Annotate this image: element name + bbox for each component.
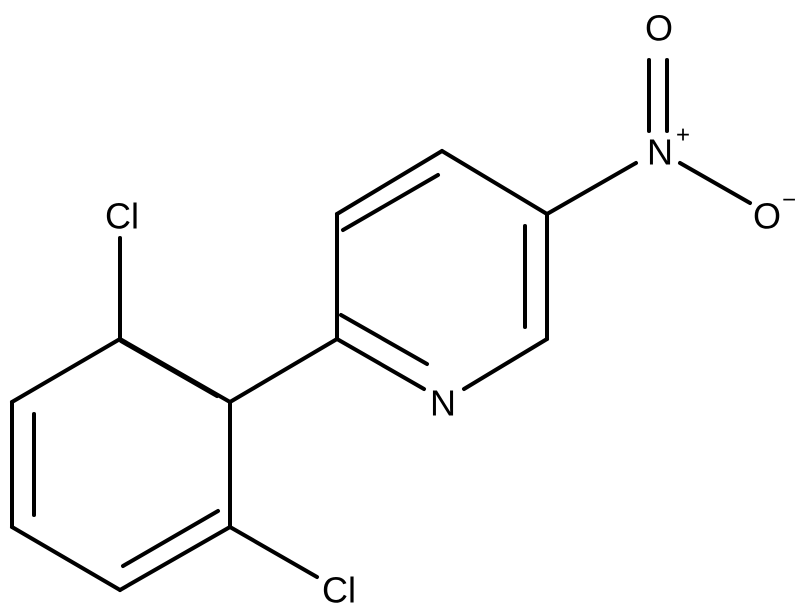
atom-n-nitro: N bbox=[647, 132, 673, 173]
bond-c5-nitro-n bbox=[545, 161, 638, 216]
bond-c5-c6-inner bbox=[121, 509, 220, 568]
bond-py-n-c6 bbox=[462, 337, 549, 391]
bond-c6-cl-bottom bbox=[228, 525, 319, 579]
atom-cl-top: Cl bbox=[105, 196, 139, 237]
bond-c4-c5 bbox=[10, 525, 122, 592]
bond-py-c4-c3 bbox=[335, 149, 444, 216]
bond-biaryl bbox=[228, 337, 339, 404]
bond-c2-c3 bbox=[10, 337, 122, 404]
bond-py-c2-n-inner bbox=[339, 313, 429, 366]
bond-c1-c2-inner bbox=[119, 339, 219, 398]
bond-nitro-n-o-single bbox=[678, 161, 752, 205]
atom-o-single: O bbox=[753, 196, 781, 237]
atom-cl-bottom: Cl bbox=[322, 570, 356, 611]
bond-c5-c6 bbox=[118, 525, 232, 592]
pyridine-ring bbox=[335, 149, 549, 391]
atom-n-pyridine: N bbox=[430, 383, 456, 424]
charge-minus-oxygen: − bbox=[782, 187, 796, 214]
atom-o-double: O bbox=[645, 8, 673, 49]
bond-py-c4-c3-inner bbox=[341, 173, 440, 232]
bond-py-c2-n bbox=[335, 337, 426, 391]
bond-py-c5-c4 bbox=[440, 149, 549, 216]
charge-plus-nitro: + bbox=[676, 122, 690, 149]
dichlorophenyl-ring bbox=[10, 337, 232, 592]
